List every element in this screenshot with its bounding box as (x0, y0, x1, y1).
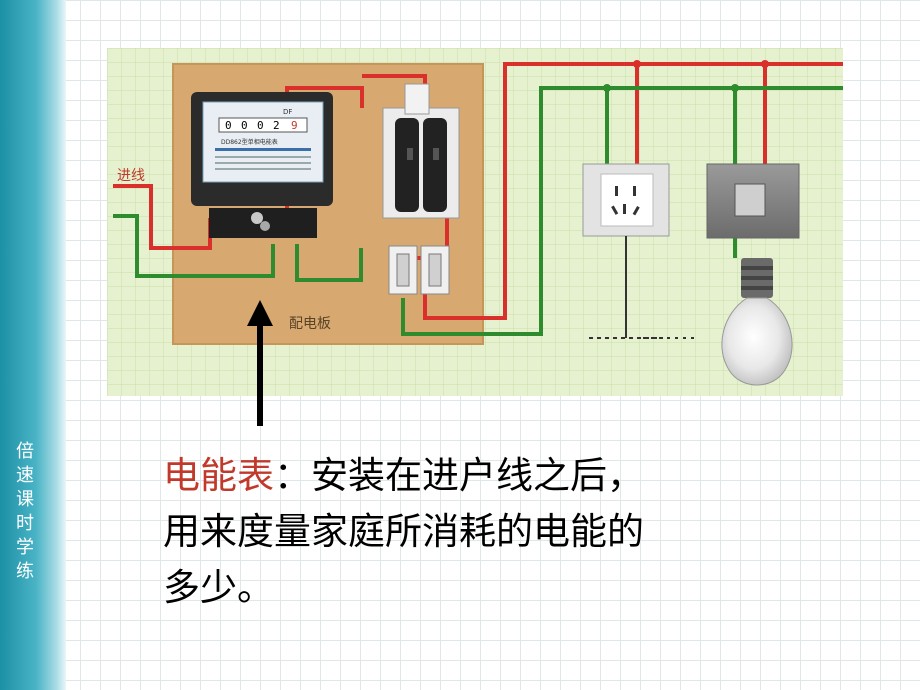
caption-colon: ： (274, 454, 311, 497)
meter-digit: 0 (225, 119, 232, 132)
fuses (388, 245, 450, 295)
meter-digit: 2 (273, 119, 280, 132)
meter-digit: 0 (257, 119, 264, 132)
meter-digit: 0 (241, 119, 248, 132)
meter-brand: DF (283, 108, 292, 116)
meter-digit: 9 (291, 119, 298, 132)
side-char: 学 (16, 537, 34, 558)
caption-line-1-text: 安装在进户线之后， (311, 454, 644, 497)
caption-text: 电能表：安装在进户线之后， 用来度量家庭所消耗的电能的 多少。 (163, 448, 863, 616)
side-char: 练 (16, 561, 34, 582)
side-char: 倍 (16, 441, 34, 462)
caption-line-1: 电能表：安装在进户线之后， (163, 448, 863, 504)
term-highlight: 电能表 (163, 454, 274, 497)
electric-meter: DF 0 0 0 2 9 DD862型单相电能表 (191, 92, 333, 238)
side-band (0, 0, 66, 690)
light-bulb (721, 258, 793, 386)
light-switch (706, 163, 800, 239)
side-char: 速 (16, 465, 34, 486)
board-label: 配电板 (289, 316, 331, 332)
main-switch (382, 83, 460, 219)
caption-line-3: 多少。 (163, 566, 274, 609)
side-char: 时 (16, 513, 34, 534)
wiring-diagram: 进线 DF 0 0 0 2 9 DD862型单相电能表 配电板 (107, 48, 843, 396)
side-vertical-title: 倍 速 课 时 学 练 (10, 440, 40, 584)
incoming-line-label: 进线 (117, 168, 145, 184)
meter-model: DD862型单相电能表 (221, 138, 278, 146)
wall-socket (582, 163, 670, 237)
caption-line-2: 用来度量家庭所消耗的电能的 (163, 510, 644, 553)
pointer-arrow (247, 300, 273, 426)
side-char: 课 (16, 489, 34, 510)
junction-dots (633, 60, 769, 68)
